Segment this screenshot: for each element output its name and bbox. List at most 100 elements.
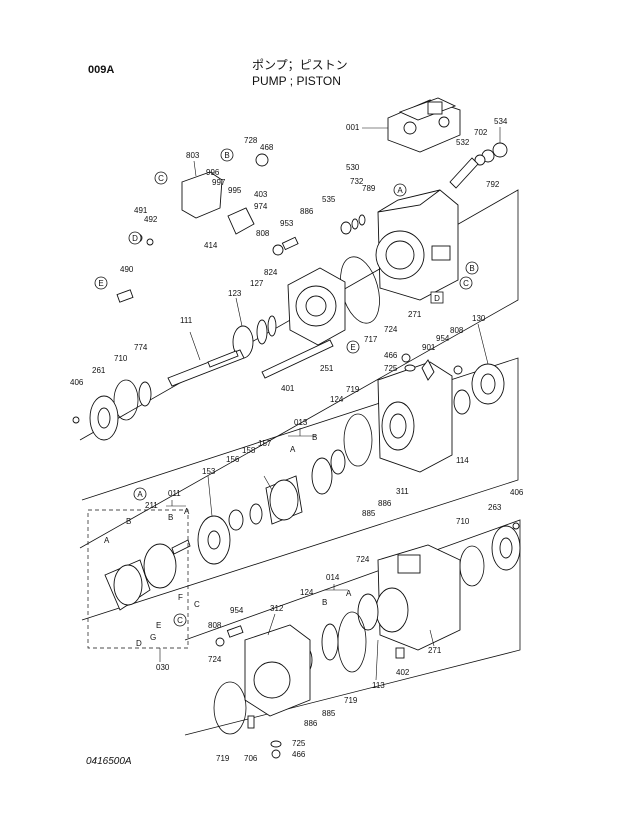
- bolt-406-a: [72, 416, 80, 424]
- svg-text:B: B: [168, 513, 173, 522]
- svg-text:C: C: [463, 279, 469, 288]
- svg-text:886: 886: [300, 207, 314, 216]
- svg-text:A: A: [397, 186, 403, 195]
- svg-text:A: A: [346, 589, 352, 598]
- cover-251: [287, 267, 346, 346]
- assembly-box-030: [87, 509, 189, 649]
- bearing-124-a: [330, 449, 346, 475]
- svg-text:311: 311: [396, 487, 409, 496]
- svg-text:123: 123: [228, 289, 242, 298]
- title-japanese: ポンプ；ピストン: [252, 58, 348, 72]
- svg-text:D: D: [136, 639, 142, 648]
- svg-text:774: 774: [134, 343, 148, 352]
- o-ring-710-b: [459, 545, 485, 587]
- pin-954: [226, 625, 244, 638]
- plug-808-b: [453, 365, 463, 375]
- bolt-401: [261, 339, 334, 379]
- svg-text:127: 127: [250, 279, 264, 288]
- callout-circles: B C D E A B C D E A C: [94, 148, 479, 627]
- svg-text:G: G: [150, 633, 156, 642]
- svg-text:A: A: [290, 445, 296, 454]
- valve-532: [449, 157, 479, 189]
- pump-casing-271-upper: [375, 189, 459, 301]
- svg-text:719: 719: [216, 754, 230, 763]
- leader-lines: [159, 127, 501, 681]
- regulator-001: [387, 97, 461, 153]
- svg-text:A: A: [184, 507, 190, 516]
- svg-text:808: 808: [208, 621, 222, 630]
- svg-text:953: 953: [280, 219, 294, 228]
- figure-code: 009A: [88, 64, 115, 76]
- svg-text:468: 468: [260, 143, 274, 152]
- letter-markers: A B A B B A D G E F C A B: [104, 433, 352, 648]
- ring-725-a: [404, 364, 416, 372]
- plug-468: [255, 153, 269, 167]
- title-english: PUMP ; PISTON: [252, 74, 341, 88]
- ring-792: [474, 154, 486, 166]
- svg-text:808: 808: [256, 229, 270, 238]
- svg-text:014: 014: [326, 573, 340, 582]
- svg-text:011: 011: [168, 489, 181, 498]
- svg-text:954: 954: [230, 606, 244, 615]
- svg-text:261: 261: [92, 366, 106, 375]
- svg-text:719: 719: [346, 385, 360, 394]
- svg-text:157: 157: [258, 439, 272, 448]
- casing-311: [377, 361, 453, 473]
- svg-text:271: 271: [428, 646, 442, 655]
- svg-text:706: 706: [244, 754, 258, 763]
- o-ring-710-a: [113, 379, 139, 421]
- svg-text:534: 534: [494, 117, 508, 126]
- svg-text:124: 124: [300, 588, 314, 597]
- svg-text:724: 724: [384, 325, 398, 334]
- svg-text:D: D: [434, 294, 440, 303]
- svg-text:B: B: [224, 151, 229, 160]
- svg-text:406: 406: [510, 488, 524, 497]
- ring-725-b: [270, 740, 282, 748]
- svg-text:263: 263: [488, 503, 502, 512]
- spring-158: [249, 503, 263, 525]
- pin-011: [171, 539, 191, 555]
- svg-text:974: 974: [254, 202, 268, 211]
- svg-text:702: 702: [474, 128, 488, 137]
- svg-text:710: 710: [114, 354, 128, 363]
- svg-text:885: 885: [362, 509, 376, 518]
- svg-text:E: E: [98, 279, 103, 288]
- spline-114: [453, 389, 471, 415]
- svg-text:211: 211: [145, 501, 158, 510]
- svg-text:710: 710: [456, 517, 470, 526]
- svg-text:997: 997: [212, 178, 226, 187]
- svg-text:E: E: [156, 621, 161, 630]
- svg-text:886: 886: [378, 499, 392, 508]
- pin-953: [281, 236, 299, 251]
- bolt-406-b: [512, 522, 520, 530]
- svg-text:885: 885: [322, 709, 336, 718]
- plug-808-c: [215, 637, 225, 647]
- svg-text:312: 312: [270, 604, 284, 613]
- plug-466-a: [401, 353, 411, 363]
- svg-text:490: 490: [120, 265, 134, 274]
- svg-text:251: 251: [320, 364, 334, 373]
- svg-text:824: 824: [264, 268, 278, 277]
- svg-text:C: C: [158, 174, 164, 183]
- svg-text:803: 803: [186, 151, 200, 160]
- svg-text:789: 789: [362, 184, 376, 193]
- svg-text:535: 535: [322, 195, 336, 204]
- svg-text:D: D: [132, 234, 138, 243]
- ring-732: [358, 214, 366, 226]
- retainer-153: [197, 515, 231, 565]
- svg-text:271: 271: [408, 310, 422, 319]
- svg-text:724: 724: [356, 555, 370, 564]
- svg-text:808: 808: [450, 326, 464, 335]
- valve-901: [421, 359, 435, 381]
- svg-text:B: B: [312, 433, 317, 442]
- svg-text:403: 403: [254, 190, 268, 199]
- svg-text:113: 113: [372, 681, 385, 690]
- oil-seal-774: [138, 381, 152, 407]
- svg-text:030: 030: [156, 663, 170, 672]
- shaft-111-spline: [207, 350, 239, 368]
- svg-text:E: E: [350, 343, 355, 352]
- block-803: [181, 171, 223, 219]
- svg-text:724: 724: [208, 655, 222, 664]
- svg-text:732: 732: [350, 177, 364, 186]
- svg-text:717: 717: [364, 335, 378, 344]
